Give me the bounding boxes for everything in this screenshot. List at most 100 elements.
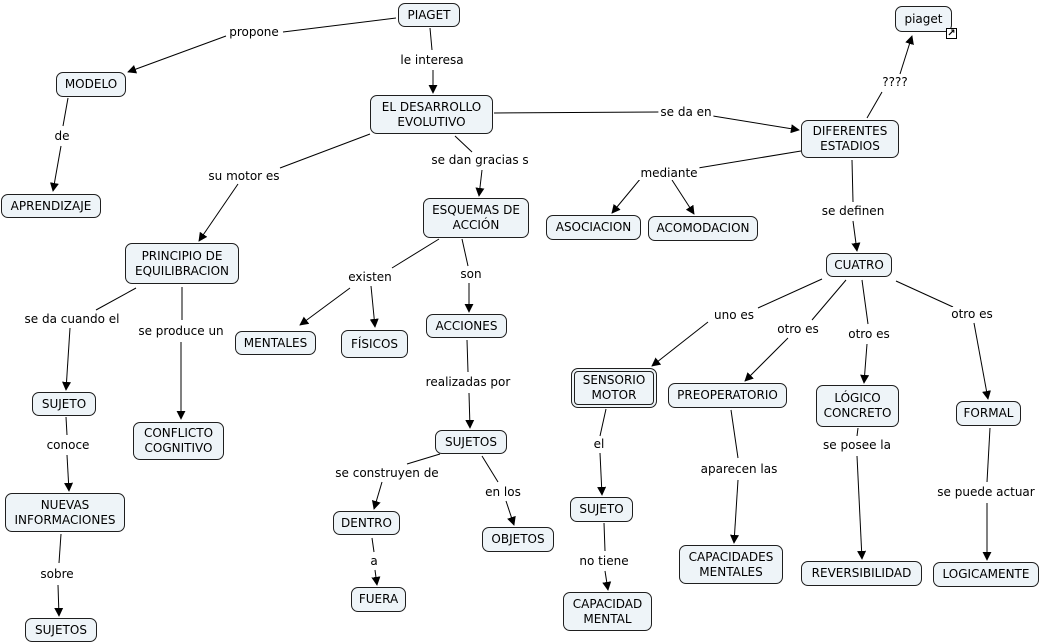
link-label-uno-es: uno es	[711, 308, 757, 322]
link-label-se-dan-gracias: se dan gracias s	[429, 153, 531, 167]
connector-line	[371, 537, 375, 553]
node-asociacion[interactable]: ASOCIACION	[546, 215, 641, 240]
node-mentales[interactable]: MENTALES	[235, 331, 316, 355]
node-fisicos[interactable]: FÍSICOS	[341, 330, 408, 358]
link-label-se-produce-un: se produce un	[136, 324, 226, 338]
connector-arrow	[371, 481, 383, 510]
node-sensorio-motor[interactable]: SENSORIO MOTOR	[571, 368, 657, 408]
node-cuatro[interactable]: CUATRO	[826, 253, 892, 277]
connector-line	[279, 133, 371, 169]
node-principio-equilibracion[interactable]: PRINCIPIO DE EQUILIBRACION	[125, 243, 239, 284]
connector-line	[856, 427, 859, 437]
connector-arrow	[712, 115, 800, 134]
link-label-realizadas-por: realizadas por	[423, 375, 513, 389]
node-acomodacion[interactable]: ACOMODACION	[648, 216, 758, 241]
connector-line	[757, 278, 823, 309]
node-desarrollo-evolutivo[interactable]: EL DESARROLLO EVOLUTIVO	[370, 95, 493, 134]
connector-arrow	[899, 35, 914, 75]
connector-arrow	[856, 455, 867, 560]
node-conflicto-cognitivo[interactable]: CONFLICTO COGNITIVO	[133, 422, 224, 460]
node-objetos[interactable]: OBJETOS	[482, 527, 554, 552]
link-label-de: de	[52, 129, 72, 143]
node-reversibilidad[interactable]: REVERSIBILIDAD	[801, 561, 922, 586]
node-logicamente[interactable]: LOGICAMENTE	[933, 562, 1039, 587]
connector-arrow	[64, 454, 74, 492]
node-sujetos-1[interactable]: SUJETOS	[25, 618, 97, 642]
link-label-el: el	[591, 437, 607, 451]
connector-line	[866, 91, 883, 119]
connector-arrow	[62, 327, 72, 391]
link-label-su-motor-es: su motor es	[206, 169, 282, 183]
node-piaget[interactable]: PIAGET	[398, 3, 460, 27]
node-sujeto-2[interactable]: SUJETO	[570, 497, 633, 522]
connector-arrow	[851, 220, 861, 252]
connector-arrow	[611, 177, 642, 214]
node-dentro[interactable]: DENTRO	[333, 511, 400, 535]
link-label-le-interesa: le interesa	[398, 53, 466, 67]
link-label-se-da-cuando-el: se da cuando el	[22, 312, 122, 326]
node-logico-concreto[interactable]: LÓGICO CONCRETO	[816, 385, 899, 427]
connector-line	[811, 279, 847, 321]
link-label-se-da-en: se da en	[658, 105, 714, 119]
node-sujeto-1[interactable]: SUJETO	[32, 392, 96, 416]
link-label-se-puede-actuar: se puede actuar	[935, 485, 1037, 499]
node-modelo[interactable]: MODELO	[56, 72, 126, 97]
link-label-aparecen-las: aparecen las	[698, 462, 780, 476]
connector-line	[466, 339, 469, 373]
connector-arrow	[597, 452, 607, 496]
connector-arrow	[475, 169, 485, 197]
connector-arrow	[299, 287, 351, 326]
link-label-otro-es-logico: otro es	[846, 327, 892, 341]
connector-arrow	[671, 179, 695, 215]
link-label-en-los: en los	[483, 485, 523, 499]
connector-line	[62, 97, 69, 127]
node-sujetos-2[interactable]: SUJETOS	[435, 430, 507, 454]
node-acciones[interactable]: ACCIONES	[426, 314, 507, 338]
connector-line	[851, 159, 854, 203]
connector-line	[391, 238, 440, 269]
node-fuera[interactable]: FUERA	[351, 587, 406, 612]
connector-arrow	[369, 285, 379, 328]
node-piaget-link[interactable]: piaget	[895, 6, 952, 32]
node-aprendizaje[interactable]: APRENDIZAJE	[1, 194, 101, 218]
node-diferentes-estadios[interactable]: DIFERENTES ESTADIOS	[801, 120, 899, 158]
link-label-son: son	[458, 267, 484, 281]
connector-line	[461, 238, 469, 267]
link-label-se-construyen-de: se construyen de	[333, 466, 441, 480]
connector-arrow	[198, 183, 239, 242]
node-formal[interactable]: FORMAL	[956, 401, 1021, 426]
connector-arrow	[371, 569, 381, 586]
connector-line	[95, 287, 137, 311]
link-label-existen: existen	[346, 270, 394, 284]
link-label-mediante: mediante	[638, 166, 700, 180]
connector-line	[406, 453, 441, 465]
link-label-otro-es-preoperatorio: otro es	[775, 322, 821, 336]
connector-arrow	[127, 35, 227, 74]
link-label-no-tiene: no tiene	[577, 554, 631, 568]
connector-line	[986, 427, 991, 483]
connector-arrow	[49, 145, 62, 192]
connector-arrow	[602, 570, 612, 591]
link-label-sobre: sobre	[38, 567, 76, 581]
connector-line	[697, 150, 802, 169]
link-label-otro-es-formal: otro es	[949, 307, 995, 321]
link-label-se-posee-la: se posee la	[821, 438, 893, 452]
connector-line	[65, 416, 68, 436]
node-capacidades-mentales[interactable]: CAPACIDADES MENTALES	[679, 545, 783, 584]
connector-line	[454, 135, 473, 153]
external-link-icon[interactable]: ↗	[946, 28, 957, 39]
connector-arrow	[860, 343, 870, 384]
node-nuevas-informaciones[interactable]: NUEVAS INFORMACIONES	[5, 493, 125, 532]
connector-arrow	[505, 500, 516, 526]
link-label-propone: propone	[227, 25, 281, 39]
connector-arrow	[744, 337, 789, 382]
link-label-interrogacion: ????	[880, 75, 910, 89]
connector-line	[861, 279, 869, 325]
link-label-a: a	[368, 554, 380, 568]
node-preoperatorio[interactable]: PREOPERATORIO	[668, 383, 787, 408]
connector-arrow	[54, 584, 64, 617]
node-esquemas-accion[interactable]: ESQUEMAS DE ACCIÓN	[423, 198, 529, 238]
node-capacidad-mental[interactable]: CAPACIDAD MENTAL	[563, 592, 652, 631]
